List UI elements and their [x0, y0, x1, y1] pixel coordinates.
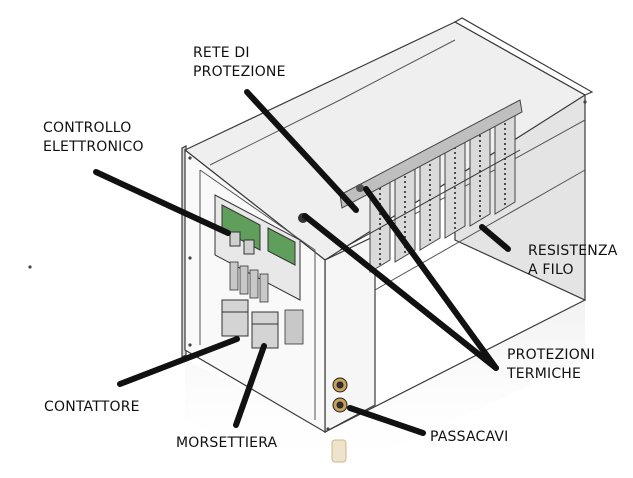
pcb-green [267, 227, 296, 266]
mounting-holes [28, 100, 587, 431]
pointer-protezioni-a [302, 213, 499, 371]
pointer-resistenza [479, 224, 511, 252]
pointer-lines [93, 89, 511, 436]
pointer-rete [244, 89, 359, 213]
label-line: TERMICHE [507, 366, 582, 382]
label-line: PROTEZIONE [193, 64, 286, 80]
pointer-contattore [117, 336, 240, 387]
label-line: CONTROLLO [43, 120, 132, 136]
pcb-green [221, 204, 261, 251]
cable-gland [331, 377, 348, 463]
resistance-bank [369, 109, 516, 273]
label-protezioni-termiche: PROTEZIONI TERMICHE [507, 346, 595, 384]
electronic-control-board [214, 194, 301, 301]
label-contattore: CONTATTORE [44, 399, 140, 415]
terminal-block [229, 261, 304, 345]
protection-mesh [339, 99, 523, 209]
wire-resistance-elements [339, 99, 523, 273]
floor-reflection [185, 300, 585, 478]
pointer-passacavi [347, 405, 426, 436]
contactor [221, 299, 279, 349]
label-line: PROTEZIONI [507, 347, 595, 363]
label-morsettiera: MORSETTIERA [176, 435, 278, 451]
label-line: RETE DI [193, 45, 250, 61]
pointer-protezioni-b [363, 186, 499, 371]
pointer-morsettiera [233, 343, 267, 428]
label-passacavi: PASSACAVI [430, 429, 509, 445]
label-line: RESISTENZA [528, 243, 618, 259]
label-rete-di-protezione: RETE DI PROTEZIONE [193, 44, 286, 82]
label-line: ELETTRONICO [43, 139, 144, 155]
label-line: A FILO [528, 262, 574, 278]
label-resistenza-a-filo: RESISTENZA A FILO [528, 242, 618, 280]
label-controllo-elettronico: CONTROLLO ELETTRONICO [43, 119, 144, 157]
pointer-controllo [93, 169, 231, 236]
